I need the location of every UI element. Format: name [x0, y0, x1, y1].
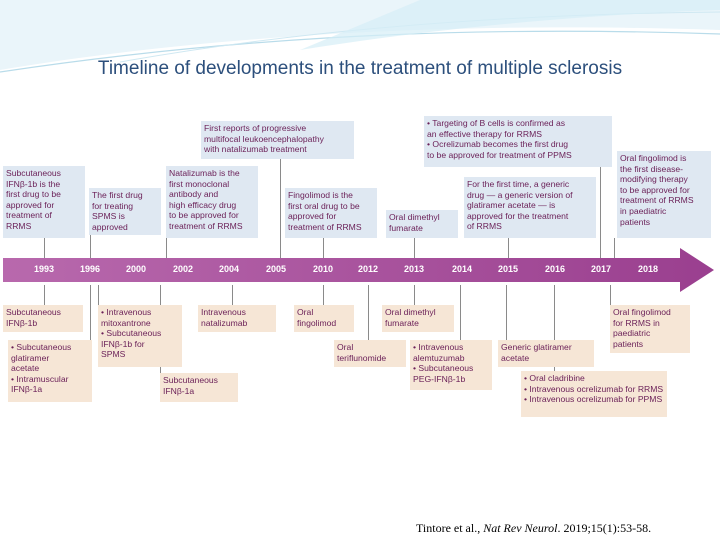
- event-text: Intravenous natalizumab: [201, 307, 273, 328]
- event-text: • Subcutaneous glatiramer acetate • Intr…: [11, 342, 89, 395]
- event-text: Oral teriflunomide: [337, 342, 403, 363]
- citation-journal: Nat Rev Neurol: [483, 521, 557, 535]
- year-label: 2016: [535, 264, 575, 274]
- event-2000-bottom: • Intravenous mitoxantrone • Subcutaneou…: [98, 305, 182, 367]
- year-label: 2018: [628, 264, 668, 274]
- event-text: Natalizumab is the first monoclonal anti…: [169, 168, 255, 232]
- event-2004-top: Natalizumab is the first monoclonal anti…: [166, 166, 258, 238]
- event-1993-bottom: Subcutaneous IFNβ-1b: [3, 305, 83, 332]
- event-text: Subcutaneous IFNβ-1a: [163, 375, 235, 396]
- event-text: Generic glatiramer acetate: [501, 342, 591, 363]
- event-2010-top: Fingolimod is the first oral drug to be …: [285, 188, 377, 238]
- event-text: Oral fingolimod: [297, 307, 351, 328]
- event-2017-bottom: • Oral cladribine • Intravenous ocrelizu…: [521, 371, 667, 417]
- event-2015-bottom: Generic glatiramer acetate: [498, 340, 594, 367]
- year-label: 2012: [348, 264, 388, 274]
- event-2017-top: • Targeting of B cells is confirmed as a…: [424, 116, 612, 167]
- year-label: 2017: [581, 264, 621, 274]
- event-2018-top: Oral fingolimod is the first disease- mo…: [617, 151, 711, 238]
- event-2005-top: First reports of progressive multifocal …: [201, 121, 354, 159]
- event-text: • Intravenous alemtuzumab • Subcutaneous…: [413, 342, 489, 384]
- event-2010-bottom: Oral fingolimod: [294, 305, 354, 332]
- year-label: 1996: [70, 264, 110, 274]
- event-2013-top: Oral dimethyl fumarate: [386, 210, 458, 238]
- event-text: Fingolimod is the first oral drug to be …: [288, 190, 374, 232]
- event-text: • Targeting of B cells is confirmed as a…: [427, 118, 609, 160]
- event-2013-bottom: Oral dimethyl fumarate: [382, 305, 454, 332]
- year-label: 2015: [488, 264, 528, 274]
- event-1993-top: Subcutaneous IFNβ-1b is the first drug t…: [3, 166, 85, 238]
- event-text: First reports of progressive multifocal …: [204, 123, 351, 155]
- event-2014-bottom: • Intravenous alemtuzumab • Subcutaneous…: [410, 340, 492, 390]
- event-2002-bottom: Subcutaneous IFNβ-1a: [160, 373, 238, 402]
- citation: Tintore et al., Nat Rev Neurol. 2019;15(…: [416, 521, 651, 536]
- event-1996-bottom: • Subcutaneous glatiramer acetate • Intr…: [8, 340, 92, 402]
- year-label: 1993: [24, 264, 64, 274]
- event-2018-bottom: Oral fingolimod for RRMS in paediatric p…: [610, 305, 690, 353]
- event-text: • Oral cladribine • Intravenous ocrelizu…: [524, 373, 664, 405]
- year-label: 2002: [163, 264, 203, 274]
- year-label: 2010: [303, 264, 343, 274]
- event-text: The first drug for treating SPMS is appr…: [92, 190, 158, 232]
- event-2004-bottom: Intravenous natalizumab: [198, 305, 276, 332]
- event-text: Oral fingolimod is the first disease- mo…: [620, 153, 708, 227]
- event-text: For the first time, a generic drug — a g…: [467, 179, 593, 232]
- citation-details: . 2019;15(1):53-58.: [557, 521, 651, 535]
- event-text: Subcutaneous IFNβ-1b is the first drug t…: [6, 168, 82, 232]
- event-text: Oral dimethyl fumarate: [385, 307, 451, 328]
- event-2015-top: For the first time, a generic drug — a g…: [464, 177, 596, 238]
- event-text: Oral fingolimod for RRMS in paediatric p…: [613, 307, 687, 349]
- year-label: 2004: [209, 264, 249, 274]
- year-label: 2000: [116, 264, 156, 274]
- citation-authors: Tintore et al.,: [416, 521, 483, 535]
- event-2012-bottom: Oral teriflunomide: [334, 340, 406, 367]
- event-text: • Intravenous mitoxantrone • Subcutaneou…: [101, 307, 179, 360]
- year-label: 2005: [256, 264, 296, 274]
- year-label: 2013: [394, 264, 434, 274]
- event-text: Oral dimethyl fumarate: [389, 212, 455, 233]
- event-1996-top: The first drug for treating SPMS is appr…: [89, 188, 161, 235]
- event-text: Subcutaneous IFNβ-1b: [6, 307, 80, 328]
- year-label: 2014: [442, 264, 482, 274]
